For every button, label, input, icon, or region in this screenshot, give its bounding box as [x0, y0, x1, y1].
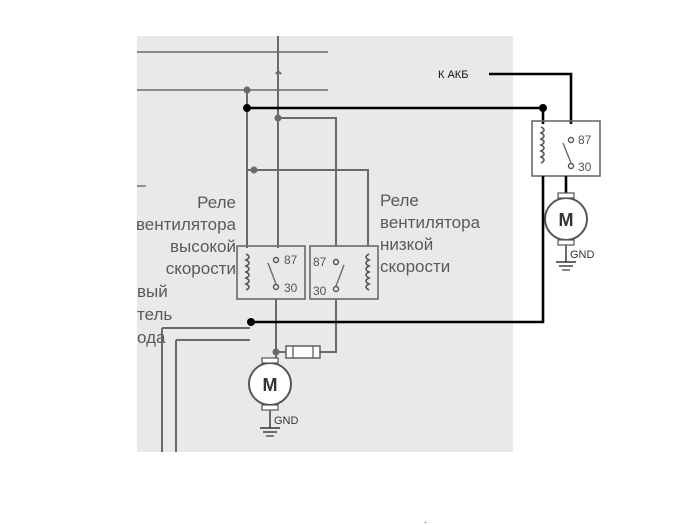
relay-high-caption-1: Реле	[197, 193, 236, 212]
relay-high-caption-2: вентилятора	[136, 215, 237, 234]
motor-main-symbol: M	[263, 375, 278, 395]
relay-added-pin-30: 30	[578, 160, 592, 174]
junction-node	[243, 86, 251, 94]
relay-low-caption-2: вентилятора	[380, 213, 481, 232]
wire-mid-feed	[247, 169, 369, 247]
motor-main-gnd-label: GND	[274, 415, 299, 427]
battery-label: К АКБ	[438, 69, 468, 81]
relay-low-coil	[365, 253, 371, 291]
relay-low-contact-87	[332, 258, 340, 266]
wire-hook	[275, 71, 282, 75]
relay-low-pin-87: 87	[313, 255, 327, 269]
relay-low-contact-30	[332, 285, 340, 293]
relay-added-coil	[539, 126, 545, 164]
junction-node	[272, 348, 280, 356]
relay-high-contact-30	[272, 283, 280, 291]
relay-low-switch	[335, 264, 345, 287]
cut-text-3: ода	[137, 328, 166, 347]
relay-high-switch	[267, 262, 277, 285]
relay-added-pin-87: 87	[578, 133, 592, 147]
stray-mark: .	[424, 515, 427, 525]
junction-node-black	[247, 318, 255, 326]
relay-high-coil	[244, 253, 250, 291]
cut-text-2: тель	[137, 305, 172, 324]
relay-low-speed	[309, 245, 379, 300]
resistor	[285, 345, 321, 359]
junction-node-black	[243, 104, 251, 112]
motor-added-terminal	[557, 192, 575, 199]
relay-added-contact-30	[567, 162, 575, 170]
cut-text-1: вый	[137, 282, 168, 301]
relay-high-caption-4: скорости	[166, 259, 236, 278]
relay-low-pin-30: 30	[313, 284, 327, 298]
relay-low-caption-4: скорости	[380, 257, 450, 276]
relay-high-contact-87	[272, 256, 280, 264]
wire-low-out	[320, 299, 337, 353]
motor-main-terminal	[261, 404, 279, 411]
wire-battery	[489, 72, 573, 124]
scanned-schematic-area	[137, 36, 513, 452]
relay-added-contact-87	[567, 136, 575, 144]
relay-high-pin-87: 87	[284, 253, 298, 267]
relay-high-pin-30: 30	[284, 281, 298, 295]
wire-added-coil-return	[251, 176, 545, 324]
motor-added-symbol: M	[559, 210, 574, 230]
motor-main-terminal	[261, 357, 279, 364]
motor-added-terminal	[557, 239, 575, 246]
motor-added-gnd-label: GND	[570, 249, 595, 261]
relay-low-caption-3: низкой	[380, 235, 433, 254]
relay-added-switch	[562, 142, 572, 164]
wire-low-relay-feed	[278, 117, 337, 247]
relay-low-caption-1: Реле	[380, 191, 419, 210]
relay-high-caption-3: высокой	[170, 237, 236, 256]
relay-high-speed	[236, 245, 306, 300]
